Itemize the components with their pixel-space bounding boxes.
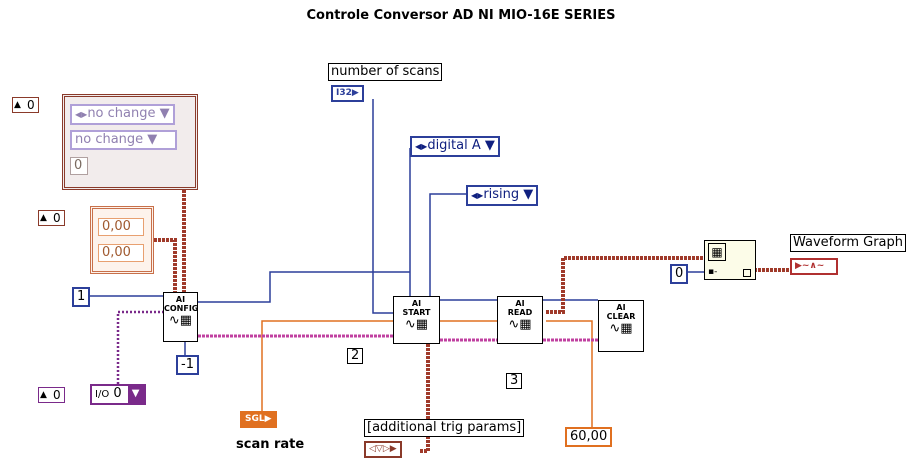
label-scan-rate: scan rate — [236, 437, 305, 453]
increment-icon: ▲ — [14, 100, 21, 110]
wire-read-sixty — [546, 320, 593, 427]
waveform-icon: ∿▦ — [609, 321, 633, 336]
step-label-3: 3 — [506, 373, 523, 389]
terminal-square-icon — [743, 269, 751, 277]
ring-no-change-top[interactable]: ◀▶no change ▼ — [70, 104, 175, 125]
index-display-top[interactable]: ▲0 — [12, 97, 39, 113]
index-display-bottom[interactable]: ▲0 — [38, 387, 65, 403]
grid-icon: ▦ — [708, 243, 726, 261]
ring-no-change-bottom[interactable]: no change ▼ — [70, 130, 178, 150]
ring-device[interactable]: I/O 0▼ — [90, 384, 146, 405]
ring-rising[interactable]: ◀▶rising ▼ — [466, 185, 539, 206]
label-waveform-graph: Waveform Graph — [790, 234, 906, 252]
wire-trig-to-start — [420, 340, 430, 453]
limit-high-value[interactable]: 0,00 — [98, 218, 144, 236]
wire-read-to-build — [546, 256, 708, 314]
constant-sixty[interactable]: 60,00 — [565, 427, 613, 447]
build-waveform-node[interactable]: ▦ ▪- — [704, 240, 756, 280]
waveform-icon: ∿▦ — [404, 317, 429, 332]
index-display-mid[interactable]: ▲0 — [38, 210, 65, 226]
constant-minus-one[interactable]: -1 — [176, 355, 199, 375]
wire-config-to-start-top — [193, 271, 410, 303]
increment-icon: ▲ — [40, 213, 47, 223]
page-title: Controle Conversor AD NI MIO-16E SERIES — [306, 8, 616, 23]
io-icon: I/O — [95, 389, 110, 400]
constant-zero-graph[interactable]: 0 — [670, 264, 689, 284]
increment-icon: ▲ — [40, 390, 47, 400]
terminal-waveform-graph[interactable]: ▶~∧~ — [790, 258, 838, 275]
wire-limits-to-config — [150, 238, 177, 296]
terminal-additional-trig-params[interactable]: ◁▽▷▶ — [364, 441, 402, 458]
constant-one[interactable]: 1 — [72, 287, 91, 307]
wire-device-to-config — [116, 310, 163, 392]
terminal-scan-rate[interactable]: SGL▶ — [240, 411, 277, 428]
cluster-numeric[interactable]: 0 — [70, 157, 88, 175]
limits-cluster[interactable] — [90, 206, 154, 274]
step-label-2: 2 — [347, 348, 364, 364]
tick-icon: ▪- — [708, 267, 718, 277]
waveform-icon: ∿▦ — [508, 317, 532, 332]
label-additional-trig-params: [additional trig params] — [364, 419, 525, 437]
limit-low-value[interactable]: 0,00 — [98, 244, 144, 262]
terminal-number-of-scans[interactable]: I32▶ — [331, 85, 364, 102]
wire-scans-to-start — [372, 99, 393, 314]
label-number-of-scans: number of scans — [328, 63, 443, 81]
wire-rising-to-start — [429, 193, 468, 300]
dropdown-arrow-icon: ▼ — [127, 386, 144, 403]
waveform-icon: ∿▦ — [168, 313, 193, 328]
ring-digital-a[interactable]: ◀▶digital A ▼ — [410, 136, 500, 157]
